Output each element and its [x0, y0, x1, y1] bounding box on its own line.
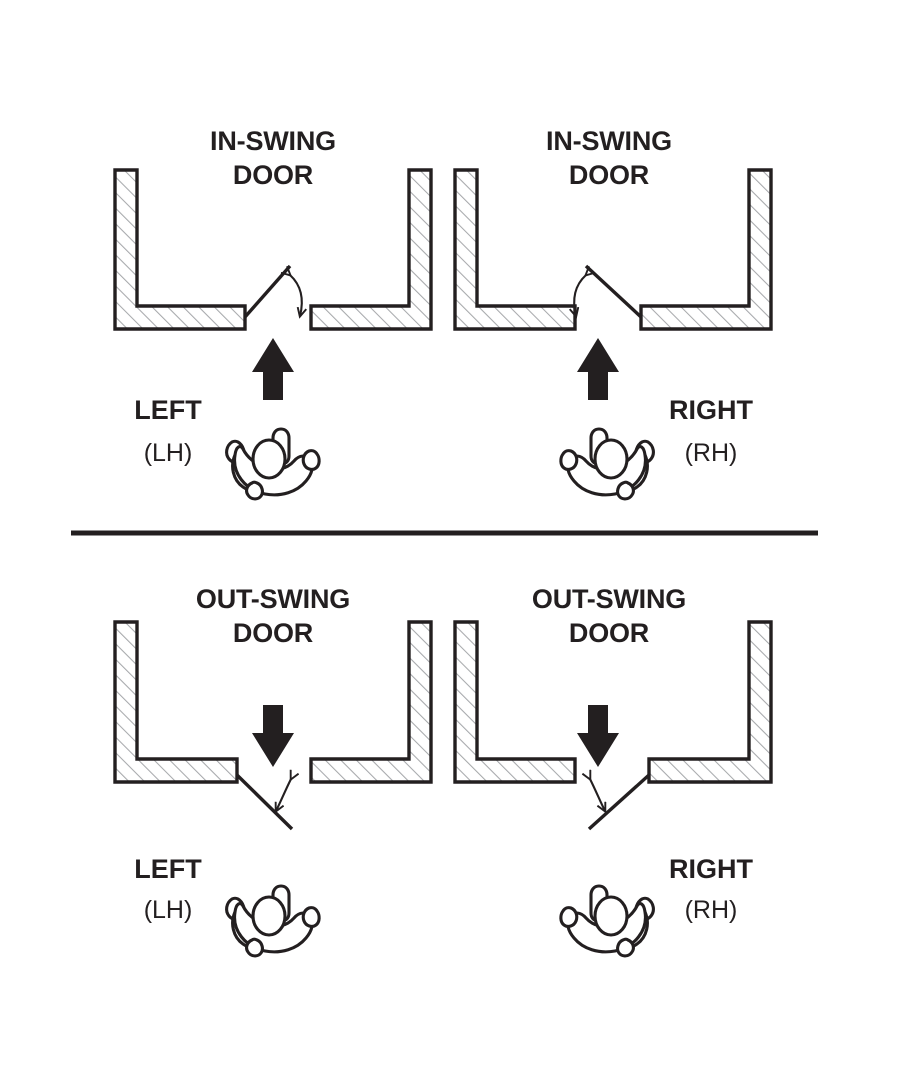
door-leaf-line	[235, 773, 294, 831]
panel-title-line2: DOOR	[233, 618, 313, 648]
panel-in-swing-right: IN-SWING DOOR RIGHT (RH)	[453, 126, 773, 501]
approach-arrow-down-icon	[252, 705, 294, 767]
hand-abbr-label: (RH)	[685, 439, 738, 467]
panel-title-line1: OUT-SWING	[196, 584, 350, 614]
panel-out-swing-right: OUT-SWING DOOR RIGHT (RH)	[453, 584, 773, 958]
wall-left-jamb	[113, 620, 239, 784]
wall-right-jamb	[647, 620, 773, 784]
panel-title-line1: OUT-SWING	[532, 584, 686, 614]
panel-out-swing-left: OUT-SWING DOOR LEFT (LH)	[113, 584, 433, 958]
hand-abbr-label: (RH)	[685, 896, 738, 924]
right-hand-palm-icon	[559, 884, 655, 958]
approach-arrow-up-icon	[577, 338, 619, 400]
panel-title-line2: DOOR	[569, 618, 649, 648]
panel-in-swing-left: IN-SWING DOOR LEFT (LH)	[113, 126, 433, 501]
wall-right-jamb	[309, 620, 433, 784]
hand-abbr-label: (LH)	[144, 439, 193, 467]
left-hand-palm-icon	[225, 427, 321, 501]
panel-title-line2: DOOR	[569, 160, 649, 190]
approach-arrow-down-icon	[577, 705, 619, 767]
panel-title-line2: DOOR	[233, 160, 313, 190]
hand-label: LEFT	[134, 395, 202, 425]
wall-left-jamb	[453, 620, 577, 784]
swing-arc-arrow	[290, 275, 302, 316]
left-hand-palm-icon	[225, 884, 321, 958]
panel-title-line1: IN-SWING	[546, 126, 672, 156]
wall-right-jamb	[639, 168, 773, 331]
swing-arc-arrow	[276, 779, 291, 811]
wall-left-jamb	[113, 168, 247, 331]
panel-title-line1: IN-SWING	[210, 126, 336, 156]
swing-arc-arrow	[574, 275, 586, 316]
hand-abbr-label: (LH)	[144, 896, 193, 924]
hand-label: LEFT	[134, 854, 202, 884]
swing-arc-arrow	[590, 779, 605, 811]
approach-arrow-up-icon	[252, 338, 294, 400]
hand-label: RIGHT	[669, 854, 754, 884]
hand-label: RIGHT	[669, 395, 754, 425]
wall-right-jamb	[309, 168, 433, 331]
right-hand-palm-icon	[559, 427, 655, 501]
door-leaf-line	[587, 773, 651, 831]
